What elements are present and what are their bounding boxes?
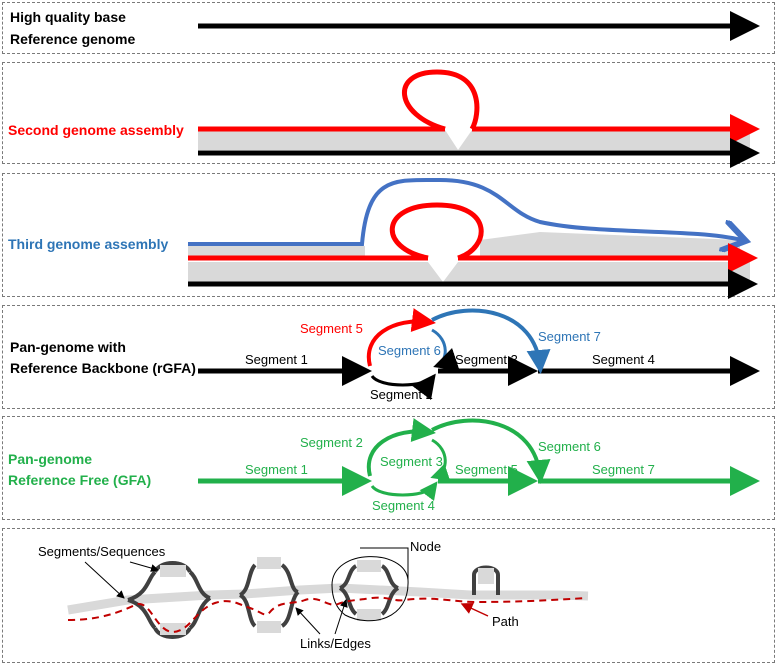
- rgfa-label-segment-7: Segment 7: [538, 329, 601, 344]
- rgfa-label-segment-3: Segment 3: [455, 352, 518, 367]
- third-assembly-title: Third genome assembly: [8, 236, 168, 252]
- node-3-bottom: [357, 609, 381, 621]
- gfa-segment-6: [431, 418, 551, 484]
- gfa-label-segment-2: Segment 2: [300, 435, 363, 450]
- third-assembly-path: [188, 177, 742, 244]
- gfa-segment-4: [370, 481, 438, 501]
- gfa-segment-2: [366, 418, 436, 477]
- rgfa-segment-7: [431, 308, 551, 374]
- rgfa-segment-5: [366, 308, 436, 367]
- insertion-loop: [402, 69, 480, 132]
- gfa-label-segment-7: Segment 7: [592, 462, 655, 477]
- gfa-label-segment-5: Segment 5: [455, 462, 518, 477]
- backbone-sequence: [67, 583, 589, 615]
- rgfa-title-line2: Reference Backbone (rGFA): [10, 360, 196, 376]
- reference-title-line2: Reference genome: [10, 31, 135, 47]
- rgfa-label-segment-2: Segment 2: [370, 387, 433, 402]
- gfa-label-segment-1: Segment 1: [245, 462, 308, 477]
- gfa-title-line1: Pan-genome: [8, 451, 92, 467]
- links-edges-label: Links/Edges: [300, 636, 371, 651]
- segments-sequences-label: Segments/Sequences: [38, 544, 166, 559]
- gfa-title-line2: Reference Free (GFA): [8, 472, 151, 488]
- alignment-shading-3c: [443, 262, 750, 282]
- node-1-bottom: [160, 623, 186, 635]
- small-loop-node: [478, 568, 494, 584]
- rgfa-title-line1: Pan-genome with: [10, 339, 126, 355]
- rgfa-segment-2: [370, 373, 436, 400]
- gfa-label-segment-3: Segment 3: [380, 454, 443, 469]
- rgfa-label-segment-4: Segment 4: [592, 352, 655, 367]
- gfa-label-segment-4: Segment 4: [372, 498, 435, 513]
- insertion-loop-3: [389, 202, 484, 261]
- rgfa-label-segment-5: Segment 5: [300, 321, 363, 336]
- links-pointer-1: [295, 607, 321, 635]
- alignment-shading-3a: [188, 246, 365, 258]
- node-highlight-circle: [331, 547, 409, 622]
- rgfa-label-segment-6: Segment 6: [378, 343, 441, 358]
- node-2-bottom: [257, 621, 281, 633]
- rgfa-segment-6: [431, 328, 460, 371]
- second-assembly-title: Second genome assembly: [8, 122, 184, 138]
- path-pointer: [460, 602, 489, 617]
- node-label: Node: [410, 539, 441, 554]
- small-loop: [472, 565, 500, 595]
- alignment-shading-3b: [188, 262, 443, 282]
- rgfa-label-segment-1: Segment 1: [245, 352, 308, 367]
- alignment-shading-3d: [480, 232, 740, 258]
- panel-gfa: [2, 416, 775, 520]
- panel-rgfa: [2, 305, 775, 409]
- node-3-top: [357, 560, 381, 572]
- segments-pointer-2: [129, 561, 159, 572]
- alignment-shading-left: [198, 130, 458, 150]
- node-2-top: [257, 557, 281, 569]
- gfa-segment-3: [430, 438, 451, 481]
- path-label: Path: [492, 614, 519, 629]
- bubble-1-edges: [127, 570, 212, 630]
- path-dashed: [67, 596, 587, 634]
- node-1-top: [160, 565, 186, 577]
- gfa-label-segment-6: Segment 6: [538, 439, 601, 454]
- links-pointer-2: [334, 599, 348, 635]
- reference-title-line1: High quality base: [10, 9, 126, 25]
- segments-pointer-1: [84, 561, 125, 599]
- bubble-2-edges: [238, 563, 300, 628]
